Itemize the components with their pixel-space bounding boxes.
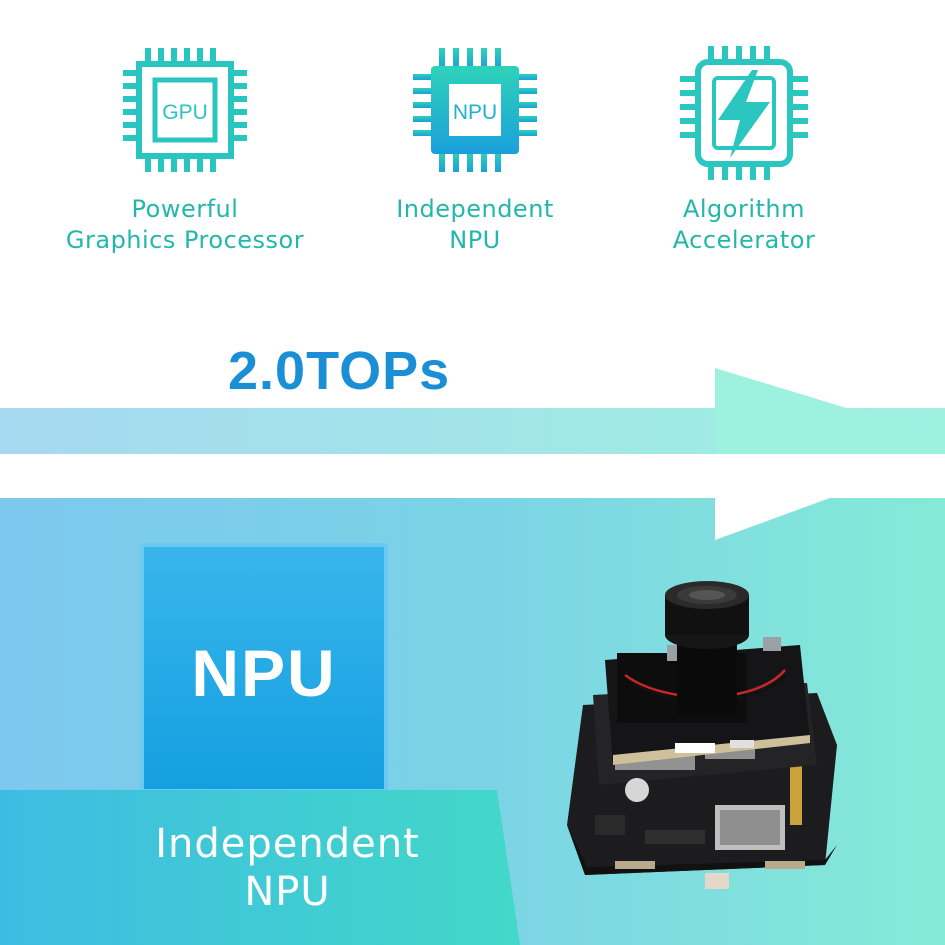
lightning-chip-icon: [680, 46, 808, 180]
npu-chip-text: NPU: [453, 101, 497, 124]
npu-tab-line1: Independent: [155, 821, 420, 867]
feature-accelerator-line2: Accelerator: [672, 226, 816, 254]
npu-chip-icon: NPU: [413, 48, 537, 172]
npu-block-label: NPU: [191, 636, 337, 710]
feature-npu: NPU Independent NPU: [325, 40, 625, 256]
feature-npu-line1: Independent: [396, 195, 554, 223]
npu-tab-background: [0, 790, 520, 945]
camera-module-image: [567, 581, 837, 889]
npu-tab-caption: Independent NPU: [150, 820, 425, 916]
gpu-chip-text: GPU: [162, 101, 208, 124]
panel-arrow-notch: [715, 456, 945, 540]
performance-arrow: [715, 368, 945, 454]
feature-gpu: GPU Powerful Graphics Processor: [35, 40, 335, 256]
tops-precision: @INT8/INT16: [450, 359, 660, 396]
feature-accelerator-line1: Algorithm: [682, 195, 806, 223]
tops-value: 2.0TOPs: [228, 341, 451, 401]
feature-accelerator: Algorithm Accelerator: [594, 40, 894, 256]
feature-gpu-line1: Powerful: [131, 195, 239, 223]
feature-gpu-line2: Graphics Processor: [65, 226, 305, 254]
npu-tab-line2: NPU: [244, 869, 331, 915]
gpu-chip-icon: GPU: [123, 48, 247, 172]
performance-spec: 2.0TOPs@INT8/INT16: [228, 340, 660, 402]
npu-block: NPU: [140, 543, 388, 793]
feature-npu-line2: NPU: [449, 226, 501, 254]
